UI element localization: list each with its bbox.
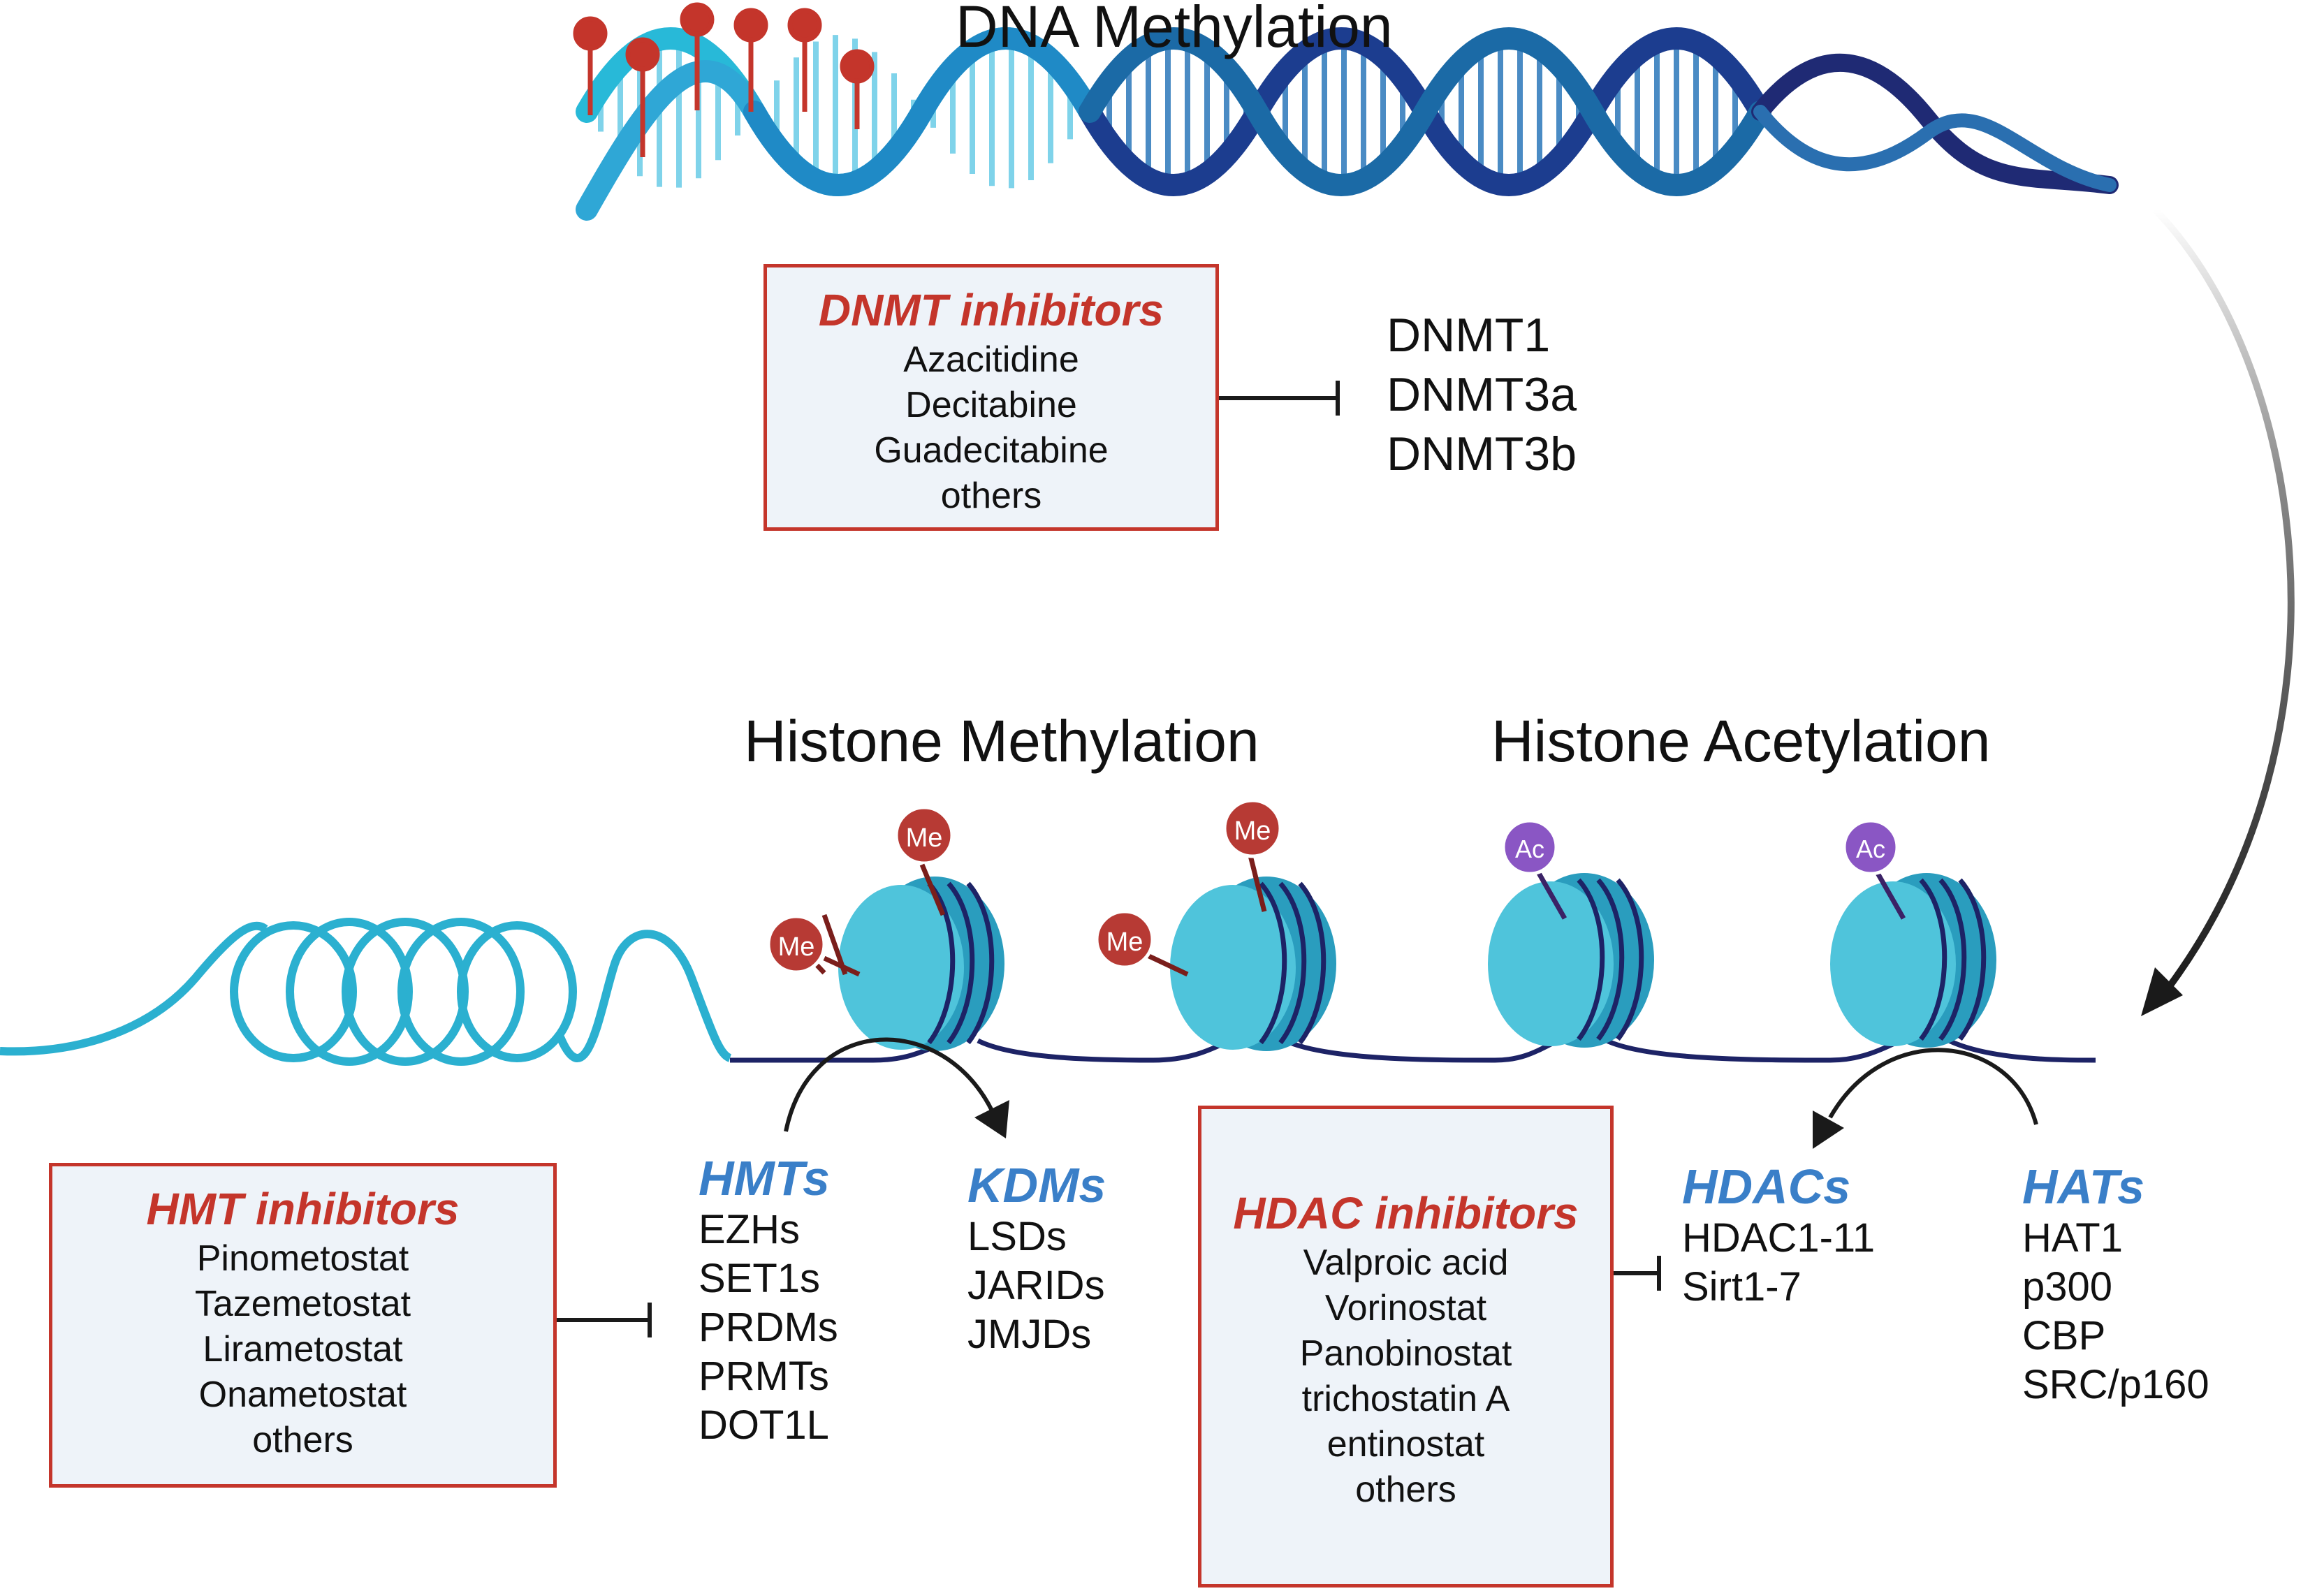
- hmt-inhibitor-item: Lirametostat: [203, 1329, 403, 1370]
- svg-text:Me: Me: [1106, 928, 1143, 957]
- dna-helix: [576, 27, 2119, 221]
- hmt-inhibitor-item: Onametostat: [198, 1374, 407, 1415]
- hmt-item: PRMTs: [699, 1354, 829, 1399]
- hat-hdac-arrow: [1828, 1048, 2038, 1125]
- kdm-item: JARIDs: [967, 1263, 1105, 1308]
- hdac-inhibitor-item: others: [1355, 1469, 1456, 1510]
- methyl-mark: Me: [766, 914, 826, 974]
- hmt-inhibitor-item: Pinometostat: [196, 1238, 409, 1279]
- dnmt-inhibitor-item: Azacitidine: [903, 339, 1079, 380]
- methyl-mark: Me: [1222, 798, 1282, 858]
- hat-item: p300: [2022, 1264, 2113, 1310]
- hmt-kdm-arrow-head: [974, 1100, 1009, 1138]
- dnmt-inhibitor-item: Decitabine: [905, 385, 1077, 425]
- title-histone-acetylation: Histone Acetylation: [1491, 708, 1991, 774]
- hmt-item: DOT1L: [699, 1402, 829, 1448]
- hmt-inhibitor-item: others: [252, 1420, 353, 1460]
- hmts-title: HMTs: [699, 1151, 830, 1205]
- transition-arrow: [2152, 207, 2295, 995]
- svg-text:Me: Me: [906, 823, 943, 853]
- hdacs-group: HDACs HDAC1-11 Sirt1-7: [1682, 1159, 1875, 1312]
- svg-text:Ac: Ac: [1856, 835, 1885, 863]
- svg-text:Me: Me: [1234, 816, 1271, 846]
- inhibition-lines: [557, 381, 1661, 1337]
- hdac-inhibitor-item: Panobinostat: [1299, 1333, 1512, 1374]
- chromatin-coil: [0, 918, 732, 1066]
- kdms-title: KDMs: [967, 1158, 1106, 1212]
- hmt-item: SET1s: [699, 1256, 821, 1301]
- hat-item: SRC/p160: [2022, 1362, 2209, 1407]
- acetyl-mark: Ac: [1842, 819, 1899, 876]
- hat-item: HAT1: [2022, 1215, 2123, 1261]
- hdac-inhibitor-item: trichostatin A: [1301, 1379, 1510, 1419]
- dnmt-target: DNMT3b: [1387, 427, 1577, 481]
- nucleosome: [1488, 873, 1654, 1048]
- dna-methyl-pins: [573, 2, 875, 157]
- kdm-item: LSDs: [967, 1214, 1067, 1259]
- hdac-inhibitors-box: HDAC inhibitors Valproic acid Vorinostat…: [1198, 1106, 1614, 1588]
- nucleosome: [1170, 877, 1336, 1051]
- methyl-mark: Me: [894, 805, 954, 865]
- hat-item: CBP: [2022, 1313, 2106, 1358]
- hdacs-title: HDACs: [1682, 1159, 1851, 1214]
- kdm-item: JMJDs: [967, 1312, 1092, 1357]
- dnmt-inhibitors-box: DNMT inhibitors Azacitidine Decitabine G…: [763, 264, 1219, 531]
- hdac-inhibitor-item: entinostat: [1327, 1424, 1485, 1465]
- svg-text:Me: Me: [778, 932, 815, 962]
- hdac-item: Sirt1-7: [1682, 1264, 1802, 1310]
- hats-group: HATs HAT1 p300 CBP SRC/p160: [2022, 1159, 2209, 1409]
- dnmt-targets: DNMT1 DNMT3a DNMT3b: [1387, 306, 1577, 484]
- nucleosome: [1830, 873, 1996, 1048]
- hmt-item: EZHs: [699, 1207, 800, 1252]
- methyl-mark: Me: [1095, 909, 1155, 969]
- hmt-item: PRDMs: [699, 1305, 838, 1350]
- svg-text:Ac: Ac: [1515, 835, 1544, 863]
- transition-arrow-head: [2141, 967, 2183, 1016]
- nucleosomes: [838, 873, 1996, 1051]
- histone-marks: Me Me Me Me Ac Ac: [766, 798, 1906, 977]
- hats-title: HATs: [2022, 1159, 2144, 1214]
- linker-dna: [730, 1038, 2096, 1063]
- kdms-group: KDMs LSDs JARIDs JMJDs: [967, 1158, 1106, 1359]
- hdac-inhibitor-item: Vorinostat: [1324, 1288, 1487, 1328]
- hmts-group: HMTs EZHs SET1s PRDMs PRMTs DOT1L: [699, 1151, 838, 1450]
- hdac-inhibitor-item: Valproic acid: [1303, 1242, 1509, 1283]
- nucleosome: [838, 877, 1004, 1051]
- dnmt-target: DNMT1: [1387, 309, 1551, 362]
- dnmt-target: DNMT3a: [1387, 368, 1577, 421]
- title-histone-methylation: Histone Methylation: [744, 708, 1259, 774]
- hmt-inhibitors-box: HMT inhibitors Pinometostat Tazemetostat…: [49, 1163, 557, 1488]
- hmt-inhibitor-item: Tazemetostat: [194, 1284, 411, 1324]
- title-dna-methylation: DNA Methylation: [956, 0, 1393, 59]
- hat-hdac-arrow-head: [1813, 1110, 1844, 1149]
- hdac-inhibitors-title: HDAC inhibitors: [1233, 1188, 1579, 1238]
- hmt-kdm-arrow: [784, 1037, 994, 1132]
- hmt-inhibitors-title: HMT inhibitors: [146, 1184, 460, 1234]
- hdac-item: HDAC1-11: [1682, 1215, 1876, 1261]
- dnmt-inhibitors-title: DNMT inhibitors: [818, 285, 1164, 335]
- acetyl-mark: Ac: [1501, 819, 1558, 876]
- dnmt-inhibitor-item: others: [940, 476, 1042, 516]
- dnmt-inhibitor-item: Guadecitabine: [874, 430, 1109, 471]
